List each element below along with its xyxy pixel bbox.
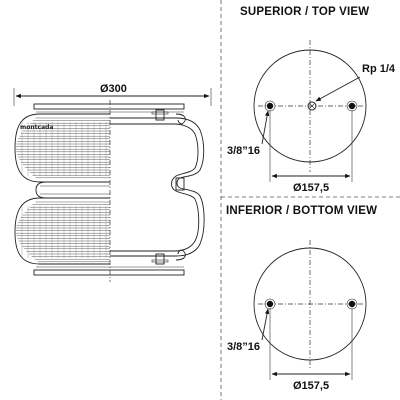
- bottom-view-title: INFERIOR / BOTTOM VIEW: [226, 205, 377, 217]
- section-profile: [110, 109, 205, 265]
- bottom-stud-hole-left: [264, 298, 276, 310]
- upper-convolution: [14, 113, 110, 183]
- top-bead-plate: [33, 103, 185, 110]
- port-label: Rp 1/4: [362, 63, 396, 75]
- overall-diameter-label: Ø300: [100, 83, 127, 95]
- brand-mark: montcada: [20, 124, 53, 131]
- top-bolt-circle-label: Ø157,5: [293, 182, 329, 194]
- girdle-ring: [35, 181, 110, 199]
- bottom-stud-leader: [261, 308, 270, 341]
- top-view-title: SUPERIOR / TOP VIEW: [240, 6, 369, 18]
- lower-convolution: [14, 197, 110, 265]
- top-air-port: [307, 101, 317, 111]
- bottom-stud-label: 3/8”16: [227, 341, 260, 353]
- port-leader: [315, 76, 361, 102]
- top-view: SUPERIOR / TOP VIEW Rp 1/4 3/8”16 Ø157,5: [227, 6, 396, 194]
- top-stud-label: 3/8”16: [227, 145, 260, 157]
- side-view: Ø300 montcada: [13, 83, 212, 282]
- top-stud-hole-left: [264, 100, 276, 112]
- bottom-view: INFERIOR / BOTTOM VIEW 3/8”16 Ø157,5: [226, 205, 377, 392]
- top-stud-leader: [261, 110, 270, 145]
- bottom-bolt-circle-label: Ø157,5: [293, 380, 329, 392]
- bottom-bead-plate: [33, 269, 185, 276]
